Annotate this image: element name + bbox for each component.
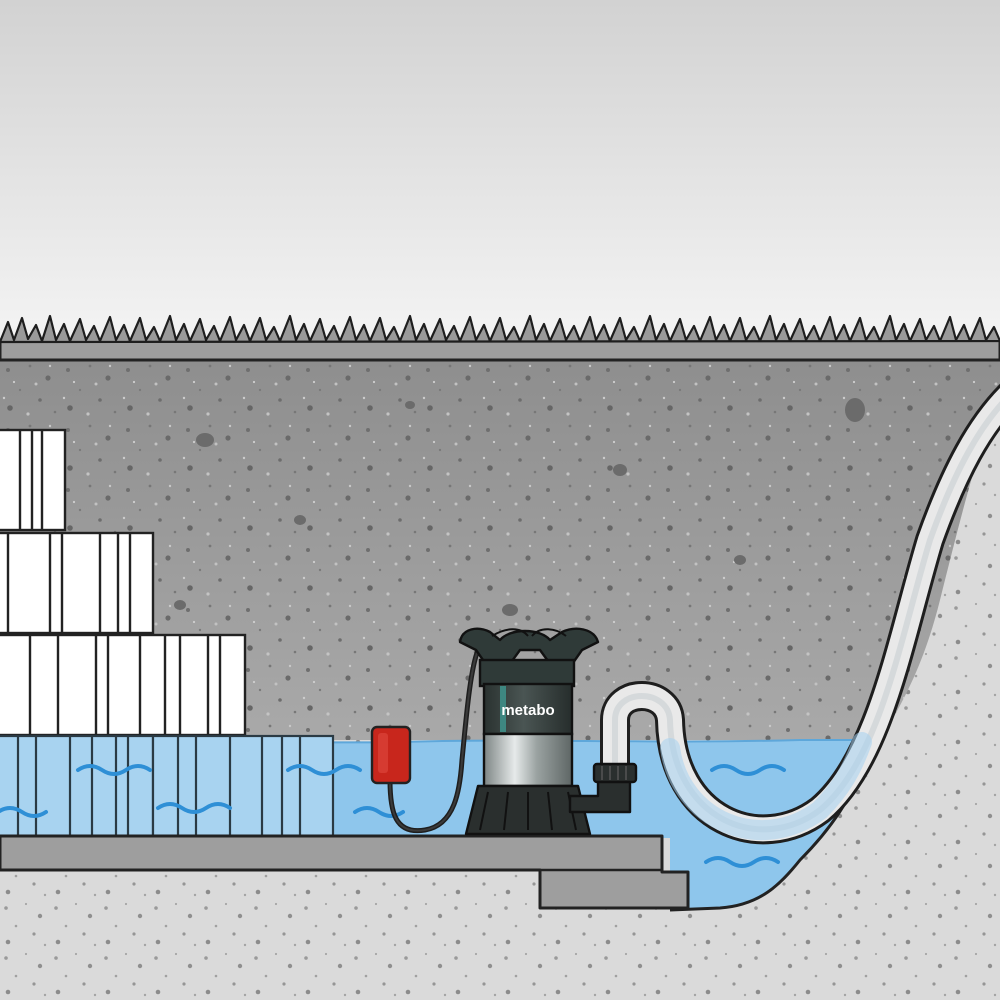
box-lower <box>0 633 247 737</box>
box-middle <box>0 531 155 635</box>
soil-dark-speckles <box>0 358 1000 740</box>
sky-background <box>0 0 1000 345</box>
box-submerged-left <box>0 734 155 838</box>
hose-connector <box>592 762 638 784</box>
submerged-boxes <box>0 734 335 838</box>
pump-top-housing <box>478 658 576 688</box>
stacked-boxes <box>0 428 247 737</box>
grass <box>0 314 1000 344</box>
pump-brand-label: metabo <box>501 702 554 719</box>
soil-flecks <box>174 398 865 616</box>
floor-slab <box>0 834 690 910</box>
pump-steel-section <box>482 732 574 788</box>
ground-surface <box>0 338 1000 362</box>
submersible-pump: metabo <box>458 627 638 836</box>
float-switch <box>370 725 412 785</box>
box-submerged-right <box>151 734 335 838</box>
